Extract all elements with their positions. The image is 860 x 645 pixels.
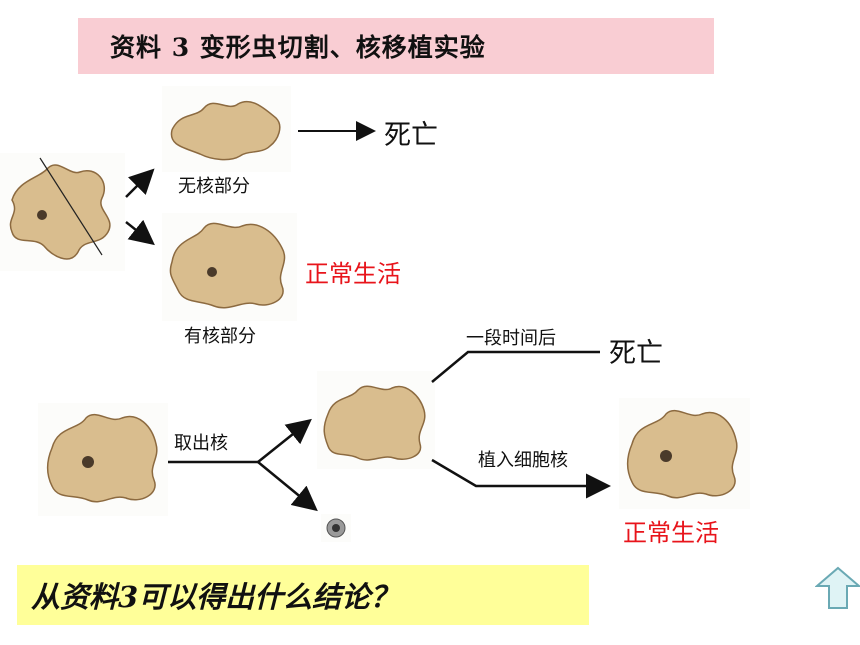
arrow-to-restored bbox=[431, 458, 611, 499]
label-no-nucleus-part: 无核部分 bbox=[178, 176, 250, 197]
label-implant-nucleus: 植入细胞核 bbox=[478, 450, 568, 471]
amoeba-without-nucleus-image bbox=[317, 371, 435, 469]
arrow-to-anucleate bbox=[257, 418, 312, 463]
arrow-to-no-nucleus bbox=[125, 168, 155, 198]
slide-title: 资料 3 变形虫切割、核移植实验 bbox=[110, 33, 486, 62]
up-arrow-icon[interactable] bbox=[814, 566, 860, 610]
title-banner: 资料 3 变形虫切割、核移植实验 bbox=[78, 18, 714, 74]
amoeba-original-cut-image bbox=[0, 153, 125, 271]
label-death-2: 死亡 bbox=[609, 338, 663, 369]
label-normal-life-1: 正常生活 bbox=[305, 260, 401, 288]
arrow-to-with-nucleus bbox=[125, 219, 155, 246]
amoeba-with-nucleus-image bbox=[162, 213, 297, 321]
label-with-nucleus-part: 有核部分 bbox=[184, 326, 256, 347]
line-to-death-2 bbox=[431, 350, 600, 383]
question-text: 从资料3可以得出什么结论？ bbox=[31, 580, 400, 614]
nucleus-image bbox=[321, 514, 351, 542]
amoeba-restored-image bbox=[619, 398, 750, 509]
label-remove-nucleus: 取出核 bbox=[174, 433, 228, 454]
label-after-time: 一段时间后 bbox=[466, 328, 556, 349]
label-normal-life-2: 正常生活 bbox=[623, 519, 719, 547]
label-death-1: 死亡 bbox=[384, 120, 438, 151]
arrow-to-nucleus bbox=[257, 461, 318, 512]
question-banner: 从资料3可以得出什么结论？ bbox=[17, 565, 589, 625]
amoeba-before-removal-image bbox=[38, 403, 168, 516]
amoeba-no-nucleus-image bbox=[162, 86, 291, 172]
